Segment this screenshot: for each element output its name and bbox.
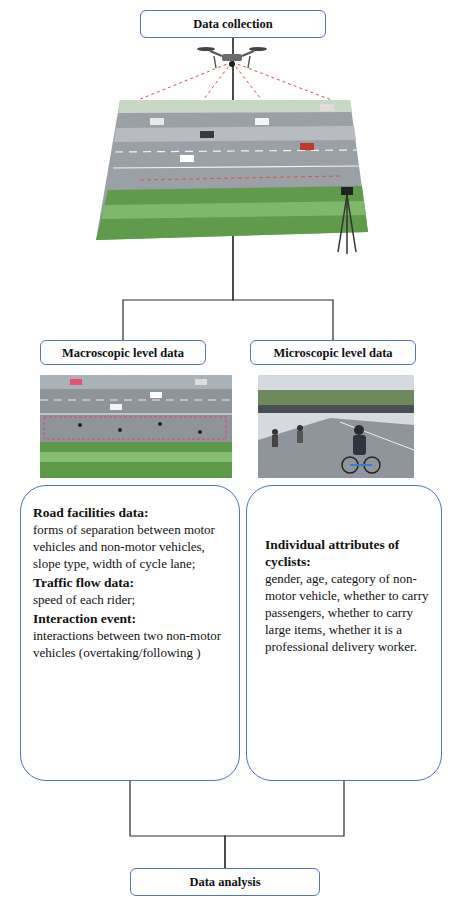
lane-line <box>40 414 232 415</box>
road-lane <box>40 375 232 389</box>
cyclist-body <box>272 435 278 447</box>
road <box>258 418 414 478</box>
measure-line <box>140 176 340 180</box>
drone-arm <box>210 51 222 56</box>
car <box>70 379 82 385</box>
macro-photo <box>40 375 232 478</box>
car <box>200 131 214 138</box>
attribute-box: Road facilities data:forms of separation… <box>20 485 240 781</box>
photo-frame <box>40 375 232 478</box>
car <box>150 392 162 398</box>
connector-line <box>130 781 225 868</box>
micro-photo <box>258 375 414 478</box>
lane-line <box>40 400 232 401</box>
green-strip <box>102 201 366 219</box>
section-heading: Traffic flow data: <box>33 574 229 591</box>
road-photo <box>96 100 368 240</box>
rotor <box>249 47 267 51</box>
lane-line <box>340 422 414 450</box>
section-heading: Interaction event: <box>33 610 229 627</box>
text-holder: Microscopic level data <box>273 346 392 360</box>
car <box>110 404 122 410</box>
drone-leg <box>248 56 250 68</box>
cyclist-head <box>272 429 278 435</box>
study-zone <box>44 417 226 439</box>
lane-line <box>115 150 357 152</box>
drone-body <box>222 54 242 61</box>
camera <box>341 187 353 195</box>
drone-arm <box>242 51 254 56</box>
car <box>195 379 207 385</box>
drone-leg <box>214 56 216 68</box>
section-heading: Road facilities data: <box>33 504 229 521</box>
tripod-leg <box>338 195 347 252</box>
green-strip <box>40 442 232 478</box>
green-strip <box>96 186 368 240</box>
tripod-leg <box>347 195 356 252</box>
drone-camera <box>229 61 235 67</box>
trees <box>258 390 414 412</box>
connector-line <box>225 781 344 868</box>
cyclist-body <box>353 435 366 455</box>
section-body: speed of each rider; <box>33 591 229 608</box>
cyclist <box>198 430 202 434</box>
cyclist-body <box>297 431 303 443</box>
bridge <box>258 405 414 413</box>
process-box: Data analysis <box>130 868 320 896</box>
green-strip <box>40 452 232 462</box>
tripod-camera <box>338 187 356 254</box>
car <box>300 143 314 150</box>
photo-frame <box>258 375 414 478</box>
text-holder: Data collection <box>193 17 273 31</box>
car <box>180 155 194 162</box>
process-box: Macroscopic level data <box>40 340 206 365</box>
car <box>150 118 164 125</box>
tripod-leg <box>346 195 348 254</box>
box-label: Data collection <box>193 17 273 31</box>
car <box>320 104 334 111</box>
process-box: Microscopic level data <box>250 340 416 365</box>
cyclist-head <box>297 425 303 431</box>
aerial-scene <box>96 47 368 254</box>
cyclist <box>118 428 122 432</box>
attribute-box: Individual attributes of cyclists:gender… <box>246 485 442 781</box>
box-label: Data analysis <box>189 875 260 889</box>
lane-line <box>113 166 359 168</box>
drone <box>197 47 267 68</box>
box-label: Microscopic level data <box>273 346 392 360</box>
road-edge <box>118 100 352 113</box>
lane <box>114 126 356 142</box>
text-holder: Macroscopic level data <box>62 346 184 360</box>
section-body: interactions between two non-motor vehic… <box>33 627 229 661</box>
text-holder: Data analysis <box>189 875 260 889</box>
bike-frame <box>350 464 372 466</box>
car <box>255 118 269 125</box>
process-box: Data collection <box>140 10 326 38</box>
section-body: forms of separation between motor vehicl… <box>33 521 229 572</box>
section-body: gender, age, category of non-motor vehic… <box>265 570 429 655</box>
cyclist-head <box>354 425 364 435</box>
section-heading: Individual attributes of cyclists: <box>265 536 429 570</box>
rotor <box>197 47 215 51</box>
cyclist <box>158 422 162 426</box>
cyclist <box>78 423 82 427</box>
box-label: Macroscopic level data <box>62 346 184 360</box>
